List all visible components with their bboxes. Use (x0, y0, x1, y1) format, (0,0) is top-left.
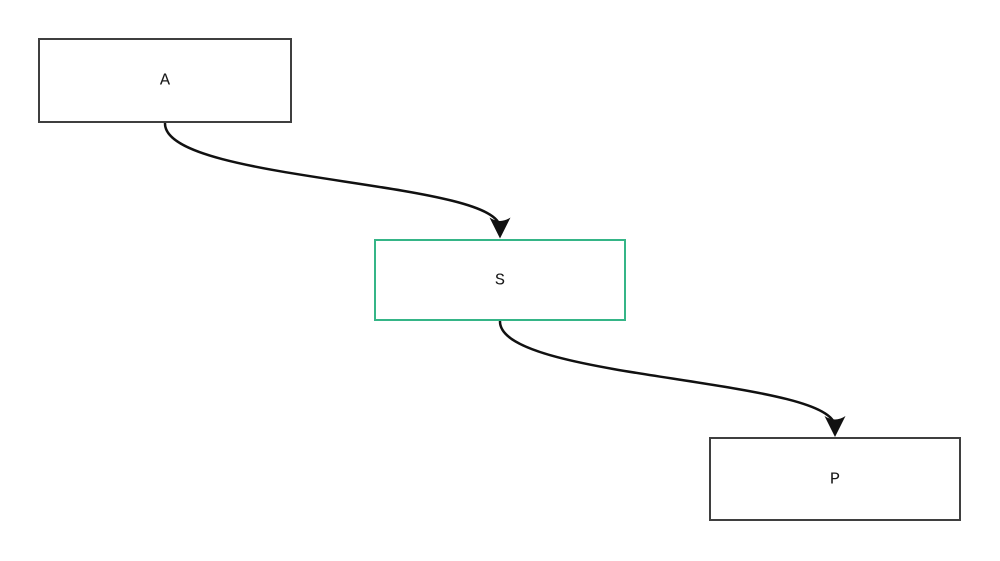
edge-a-to-s (163, 122, 511, 239)
edge-s-to-p-line (498, 320, 837, 429)
node-a-box[interactable] (38, 38, 292, 123)
node-a[interactable]: A (38, 38, 292, 123)
arrowhead-a-to-s-icon (489, 217, 511, 239)
node-a-label: A (160, 72, 171, 91)
node-p-box[interactable] (709, 437, 961, 521)
node-s-label: S (495, 272, 505, 291)
node-p-label: P (830, 471, 840, 490)
node-p[interactable]: P (709, 437, 961, 521)
node-s[interactable]: S (374, 239, 626, 321)
arrowhead-s-to-p-icon (824, 416, 846, 437)
edge-s-to-p (498, 320, 846, 437)
node-s-box[interactable] (374, 239, 626, 321)
edge-a-to-s-line (163, 122, 502, 230)
